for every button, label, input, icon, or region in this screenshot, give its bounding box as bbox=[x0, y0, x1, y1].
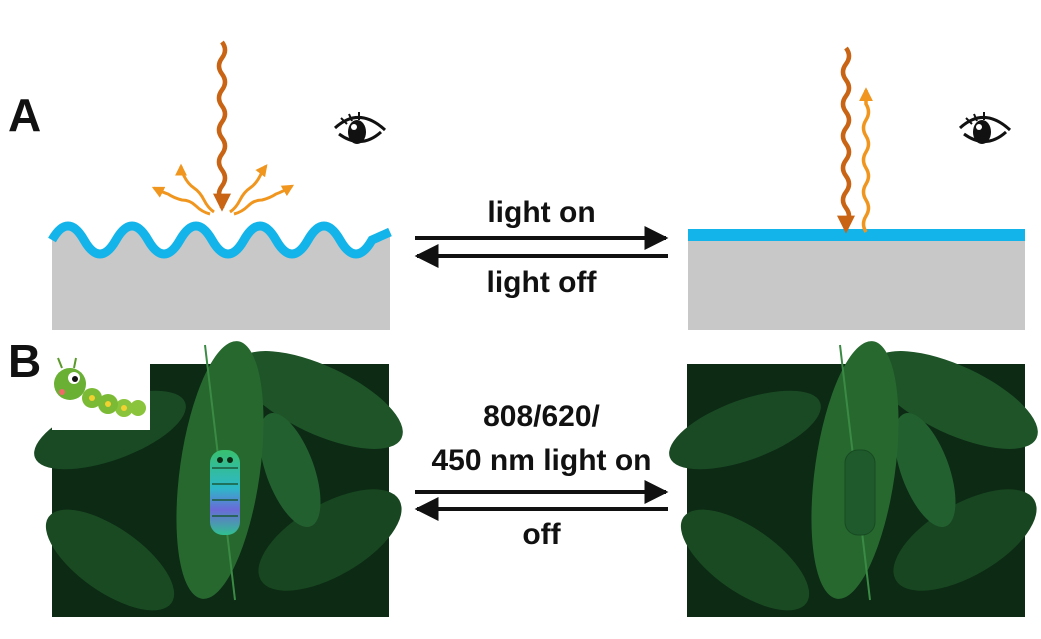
panel-a-switch-arrows bbox=[414, 226, 669, 268]
eye-icon bbox=[333, 112, 387, 144]
panel-b-arrow-top-label-line1: 808/620/ bbox=[483, 400, 600, 433]
panel-a-left-diagram bbox=[48, 40, 392, 330]
flat-surface bbox=[688, 229, 1025, 241]
panel-a-arrow-bottom-label: light off bbox=[486, 266, 597, 299]
substrate-right bbox=[688, 240, 1025, 330]
caterpillar-colored bbox=[210, 450, 240, 535]
eye-icon bbox=[958, 112, 1012, 144]
substrate-left bbox=[52, 226, 390, 330]
wavy-surface bbox=[48, 221, 392, 259]
incident-light-icon bbox=[213, 40, 231, 212]
incident-light-icon bbox=[837, 46, 855, 234]
panel-b-letter: B bbox=[8, 335, 42, 387]
panel-b-arrow-bottom-label: off bbox=[522, 518, 561, 551]
reflected-light-icon bbox=[859, 87, 873, 233]
caterpillar-icon bbox=[52, 357, 150, 430]
panel-a-arrow-top-label: light on bbox=[487, 196, 596, 229]
reflected-light-icon bbox=[151, 163, 295, 216]
panel-a-right-diagram bbox=[688, 46, 1025, 330]
panel-b-arrow-top-label-line2: 450 nm light on bbox=[431, 444, 652, 477]
panel-a-letter: A bbox=[8, 89, 42, 141]
foliage-photo-right bbox=[669, 341, 1038, 617]
panel-b-switch-arrows bbox=[414, 480, 669, 521]
caterpillar-camouflaged bbox=[844, 449, 876, 536]
